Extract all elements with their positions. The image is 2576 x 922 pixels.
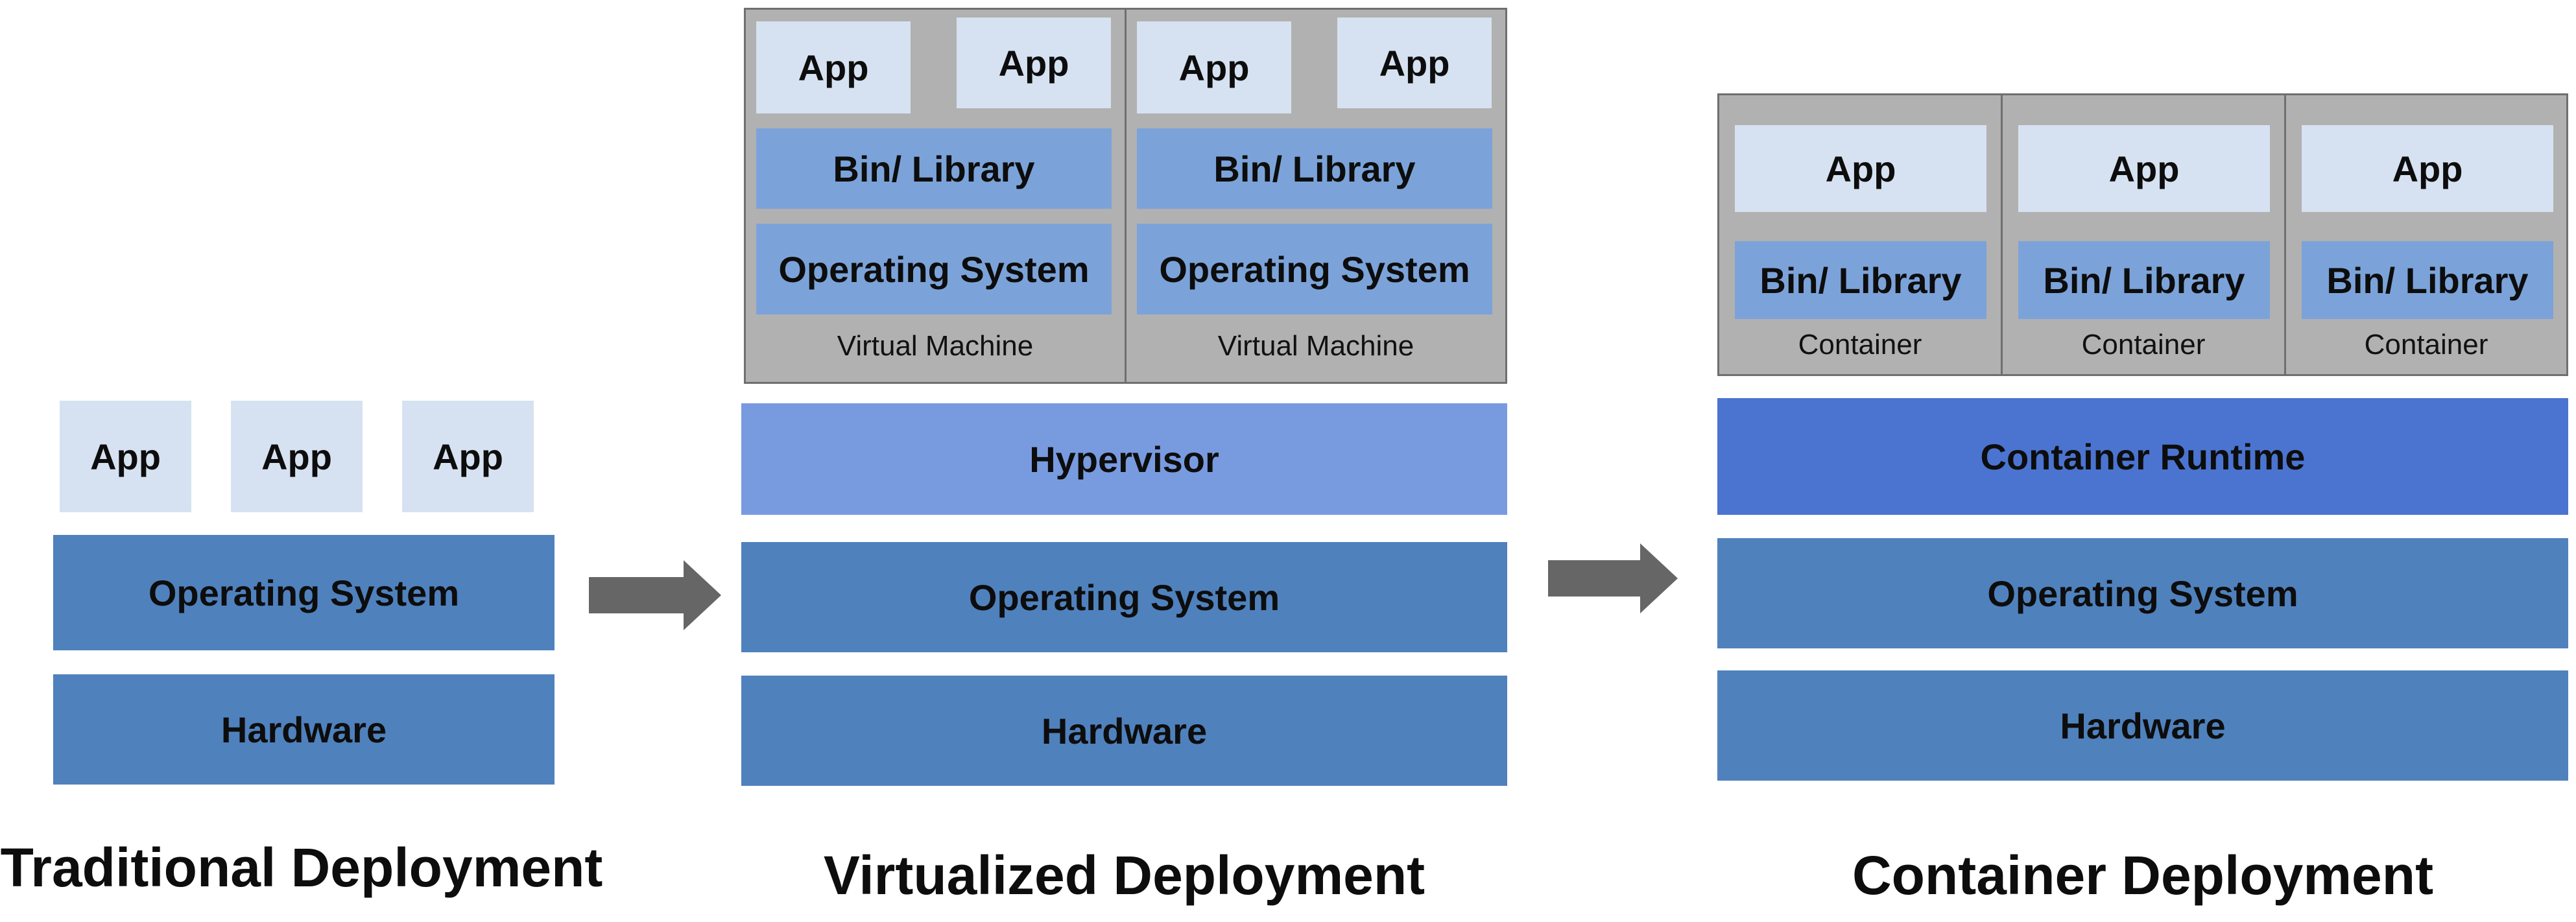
- vm1-bin-library: Bin/ Library: [756, 128, 1112, 209]
- virtualized-hardware: Hardware: [741, 676, 1507, 786]
- container2-bin-library: Bin/ Library: [2018, 241, 2270, 319]
- container-3: App Bin/ Library Container: [2284, 93, 2568, 376]
- container2-app: App: [2018, 125, 2270, 212]
- traditional-app-2: App: [231, 401, 363, 512]
- traditional-hardware: Hardware: [53, 674, 555, 785]
- container1-bin-library: Bin/ Library: [1735, 241, 1986, 319]
- traditional-app-1: App: [60, 401, 191, 512]
- vm2-caption: Virtual Machine: [1217, 330, 1414, 362]
- vm2-operating-system: Operating System: [1137, 224, 1492, 314]
- container-operating-system: Operating System: [1717, 538, 2568, 648]
- vm1-operating-system: Operating System: [756, 224, 1112, 314]
- container1-app: App: [1735, 125, 1986, 212]
- container2-caption: Container: [2081, 329, 2206, 361]
- container3-app: App: [2302, 125, 2553, 212]
- container3-bin-library: Bin/ Library: [2302, 241, 2553, 319]
- traditional-operating-system: Operating System: [53, 535, 555, 650]
- vm2-bin-library: Bin/ Library: [1137, 128, 1492, 209]
- container-2: App Bin/ Library Container: [2001, 93, 2286, 376]
- vm1-app-2: App: [957, 18, 1111, 108]
- virtualized-deployment-title: Virtualized Deployment: [823, 845, 1425, 906]
- virtual-machine-2: App App Bin/ Library Operating System Vi…: [1125, 8, 1507, 384]
- container-hardware: Hardware: [1717, 670, 2568, 781]
- virtualized-operating-system: Operating System: [741, 542, 1507, 652]
- container1-caption: Container: [1798, 329, 1922, 361]
- vm1-app-1: App: [756, 21, 911, 113]
- traditional-deployment-title: Traditional Deployment: [0, 837, 603, 898]
- container-deployment-title: Container Deployment: [1852, 845, 2434, 906]
- vm1-caption: Virtual Machine: [837, 330, 1034, 362]
- hypervisor: Hypervisor: [741, 403, 1507, 515]
- traditional-app-3: App: [402, 401, 534, 512]
- vm2-app-2: App: [1337, 18, 1492, 108]
- arrow-right-icon: [589, 560, 721, 630]
- container3-caption: Container: [2364, 329, 2488, 361]
- virtual-machine-1: App App Bin/ Library Operating System Vi…: [744, 8, 1127, 384]
- vm2-app-1: App: [1137, 21, 1291, 113]
- container-1: App Bin/ Library Container: [1717, 93, 2003, 376]
- container-runtime: Container Runtime: [1717, 398, 2568, 515]
- arrow-right-icon: [1548, 543, 1678, 613]
